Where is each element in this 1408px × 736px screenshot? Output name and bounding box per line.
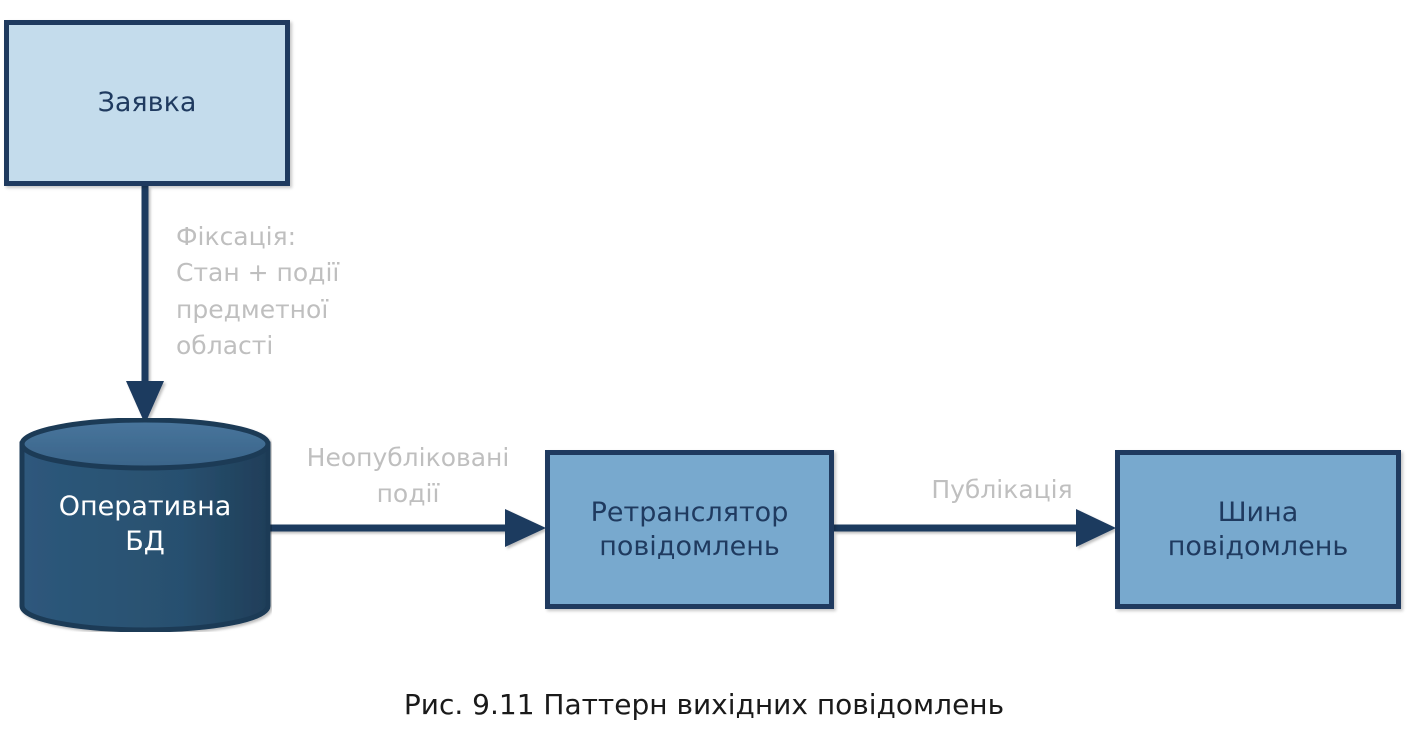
edge-label-publication: Публікація — [931, 475, 1073, 504]
cylinder-shape — [19, 417, 271, 633]
node-request-label: Заявка — [97, 87, 197, 119]
node-message-bus-box[interactable]: Шина повідомлень — [1115, 450, 1401, 609]
edge-label-fixation: Фіксація: Стан + події предметної област… — [176, 222, 340, 360]
edge-label-unpublished-events: Неопубліковані події — [306, 443, 510, 509]
node-database-cylinder[interactable]: Оперативна БД — [18, 417, 272, 633]
node-relay-label: Ретранслятор повідомлень — [590, 496, 789, 562]
figure-caption: Рис. 9.11 Паттерн вихідних повідомлень — [403, 688, 1005, 721]
node-relay-box[interactable]: Ретранслятор повідомлень — [545, 450, 834, 609]
arrow-database-to-relay — [264, 509, 546, 547]
arrow-request-to-database — [126, 186, 164, 424]
node-request-box[interactable]: Заявка — [4, 20, 290, 186]
arrow-relay-to-bus — [834, 509, 1116, 547]
node-message-bus-label: Шина повідомлень — [1167, 496, 1349, 562]
